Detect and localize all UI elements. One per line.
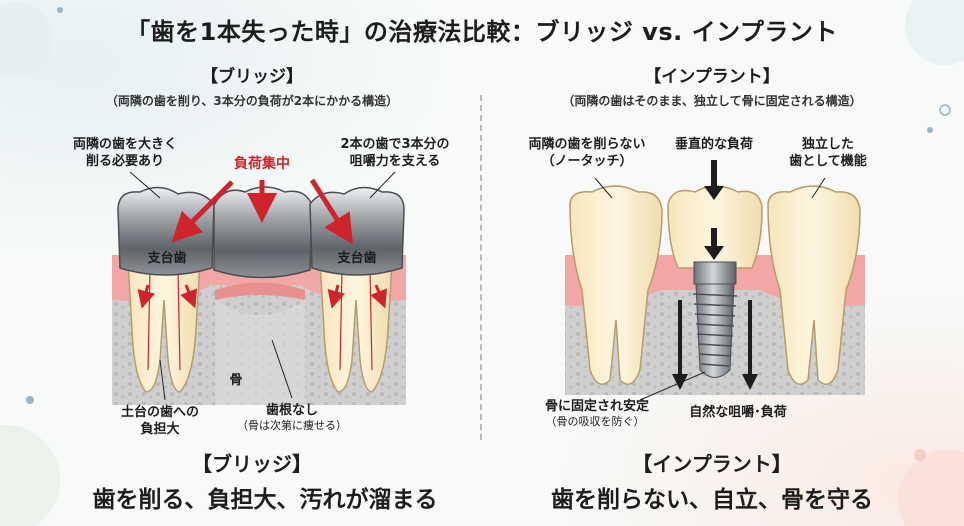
bridge-label-no-root: 歯根なし [265, 403, 319, 418]
implant-label-fixed: 骨に固定され安定 [544, 399, 650, 414]
bridge-left-crown [117, 186, 215, 276]
bridge-bone-label: 骨 [229, 373, 243, 388]
bridge-abutment-left: 支台歯 [147, 251, 187, 266]
bridge-label-burden: 土台の歯への 負担大 [120, 405, 200, 437]
implant-caption-heading: 【インプラント】 [632, 452, 792, 476]
bridge-caption: 歯を削る、負担大、汚れが溜まる [92, 487, 438, 513]
implant-crown [667, 185, 763, 269]
bridge-label-cut: 両隣の歯を大きく 削る必要あり [72, 137, 178, 169]
implant-label-fixed-sub: （骨の吸収を防ぐ） [545, 415, 645, 428]
bridge-abutment-right: 支台歯 [337, 251, 377, 266]
implant-abutment [693, 261, 737, 285]
center-divider [480, 95, 482, 440]
bridge-heading: 【ブリッジ】 [201, 67, 303, 87]
implant-label-no-cut: 両隣の歯を削らない （ノータッチ） [528, 137, 646, 169]
bridge-caption-heading: 【ブリッジ】 [192, 452, 312, 476]
implant-label-independent: 独立した 歯として機能 [789, 137, 867, 169]
implant-caption: 歯を削らない、自立、骨を守る [551, 487, 873, 513]
implant-subheading: （両隣の歯はそのまま、独立して骨に固定される構造） [562, 94, 862, 108]
bridge-pontic [213, 186, 313, 279]
bridge-subheading: （両隣の歯を削り、3本分の負荷が2本にかかる構造） [105, 94, 399, 108]
implant-label-natural: 自然な咀嚼･負荷 [689, 405, 787, 420]
bridge-label-three-teeth: 2本の歯で3本分の 咀嚼力を支える [340, 137, 450, 169]
implant-right-tooth [767, 185, 861, 385]
implant-heading: 【インプラント】 [644, 67, 780, 87]
implant-label-vertical: 垂直的な負荷 [674, 137, 754, 152]
bridge-label-load-focus: 負荷集中 [234, 156, 290, 172]
page-title: 「歯を1本失った時」の治療法比較：ブリッジ vs. インプラント [126, 18, 838, 46]
bridge-label-no-root-sub: （骨は次第に痩せる） [237, 419, 347, 432]
